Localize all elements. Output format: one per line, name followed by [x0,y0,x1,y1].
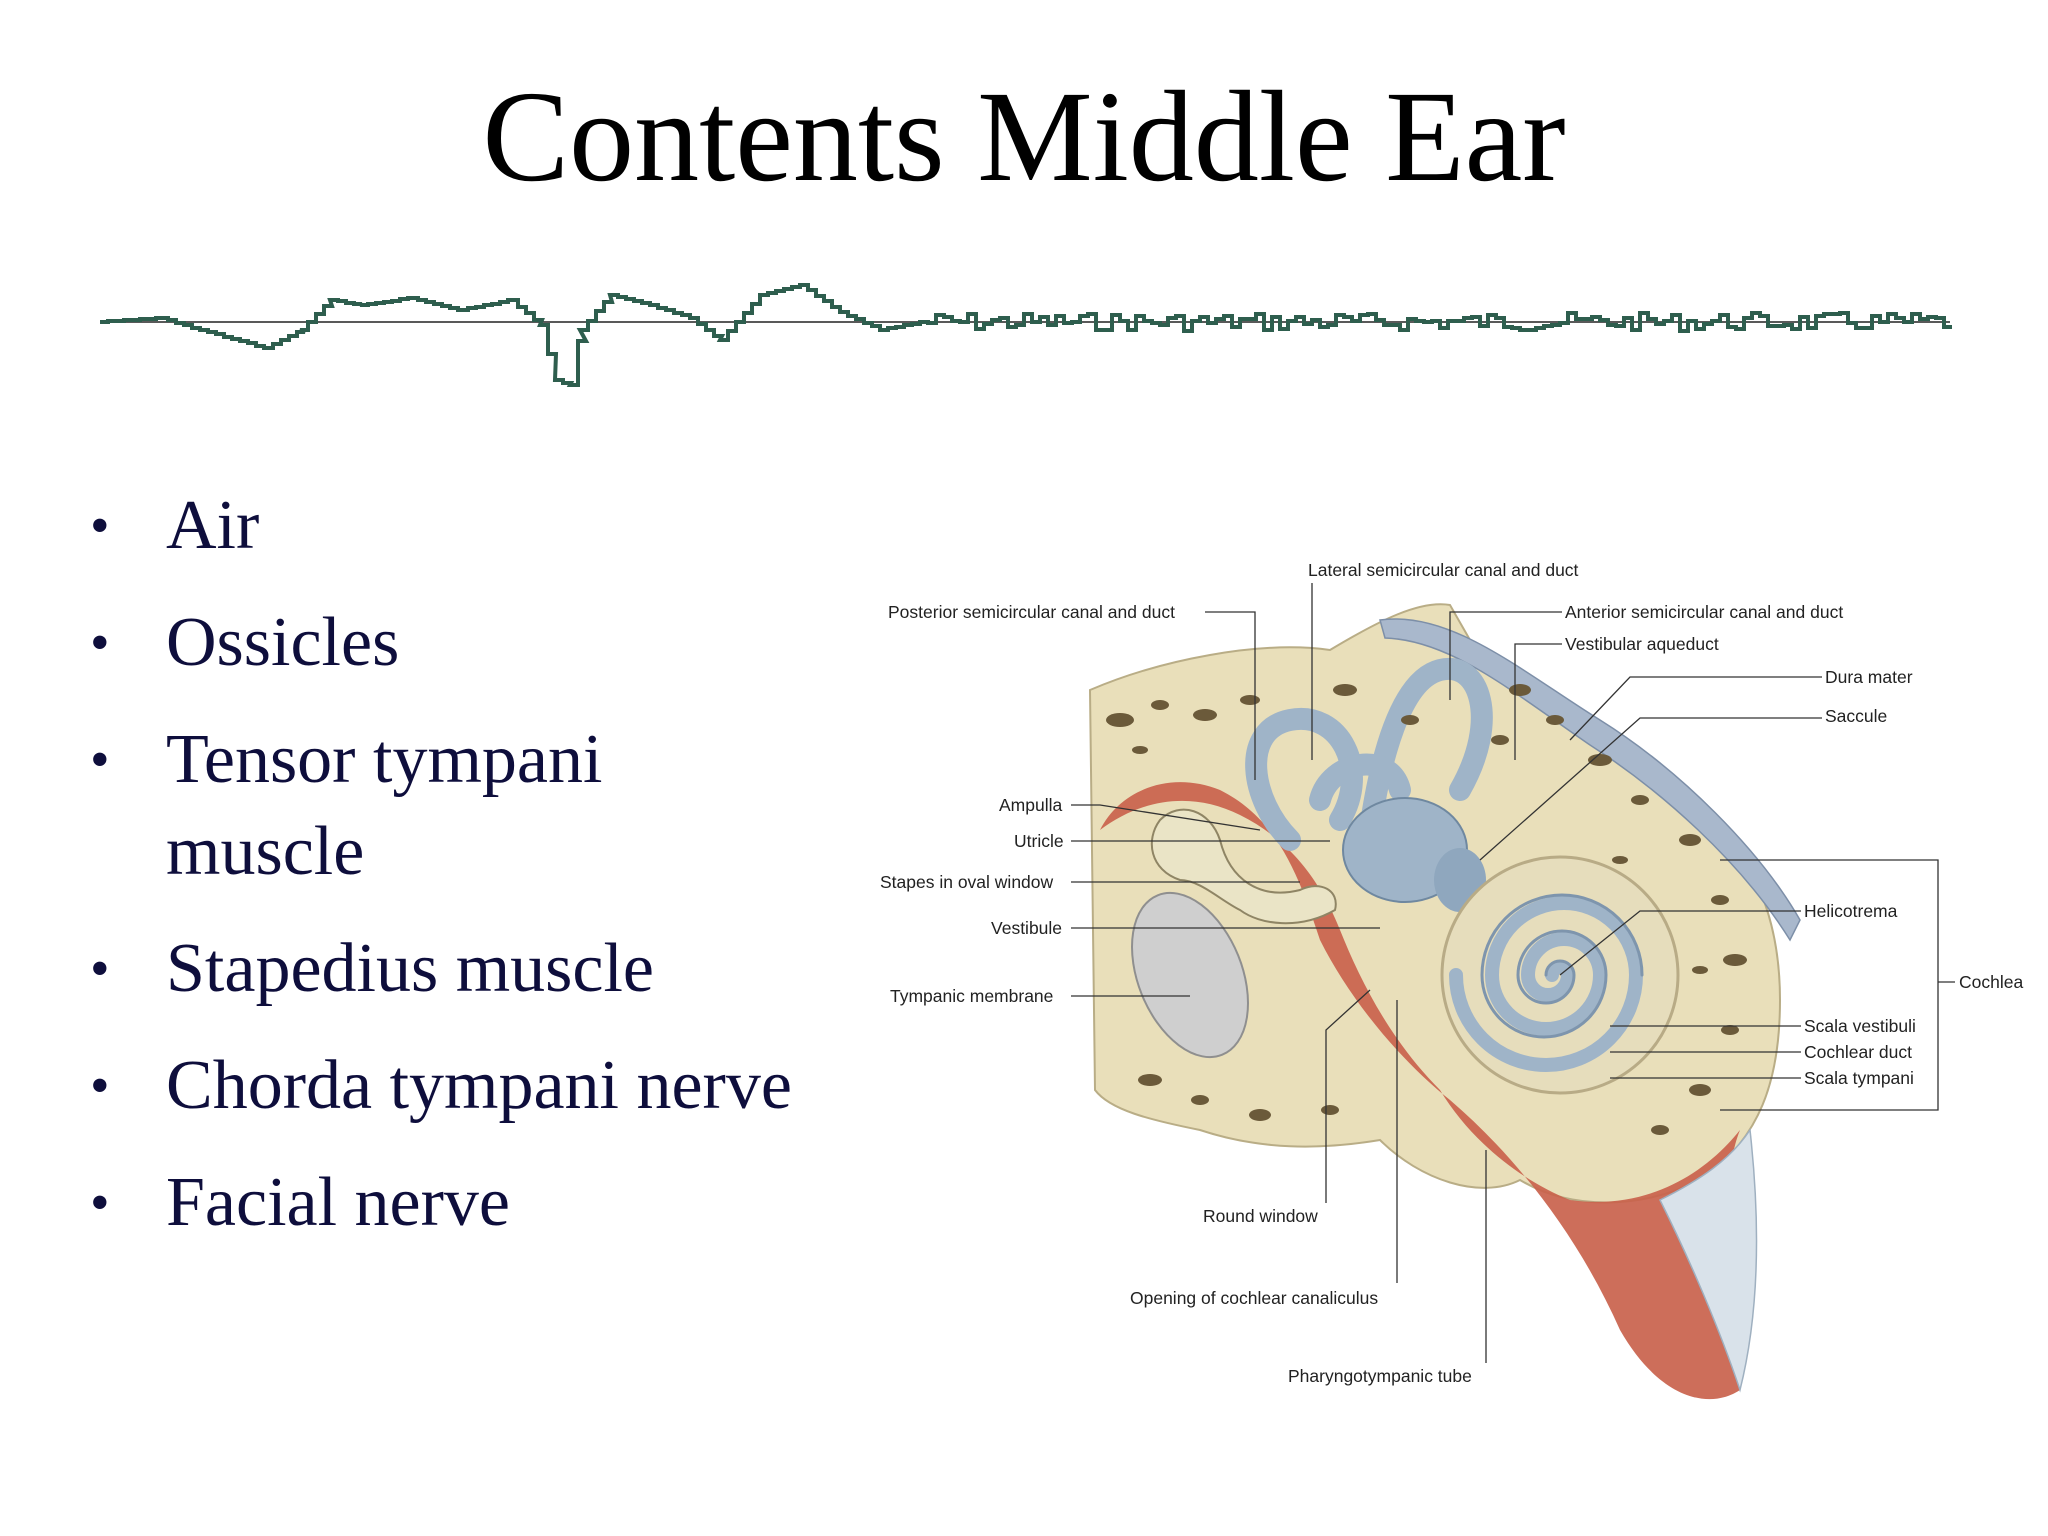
anatomy-drawing [1088,603,1801,1400]
bullet-text: Ossicles [166,604,400,681]
label-posterior-canal: Posterior semicircular canal and duct [888,602,1175,622]
bullet-dot: • [90,495,110,557]
bullet-text: Stapedius muscle [166,930,654,1007]
bullet-text: Facial nerve [166,1164,510,1241]
bullet-item-tensor-tympani: • Tensor tympani muscle [90,714,810,898]
label-cochlea: Cochlea [1959,972,2023,992]
label-round-window: Round window [1203,1206,1318,1226]
bullet-item-air: • Air [90,480,810,572]
lateral-canal-shape [1309,753,1411,811]
bullet-dot: • [90,612,110,674]
label-anterior-canal: Anterior semicircular canal and duct [1565,602,1843,622]
bullet-list: • Air • Ossicles • Tensor tympani muscle… [90,480,810,1274]
bullet-item-stapedius: • Stapedius muscle [90,923,810,1015]
waveform-decoration [100,283,1952,387]
tympanic-membrane-shape [1131,891,1249,1059]
bullet-dot: • [90,1172,110,1234]
figure-labels: Lateral semicircular canal and duct Post… [880,560,2023,1386]
pharyngotympanic-tube-wall [1658,1127,1758,1393]
label-saccule: Saccule [1825,706,1887,726]
bullet-item-facial-nerve: • Facial nerve [90,1157,810,1249]
label-cochlear-duct: Cochlear duct [1804,1042,1912,1062]
label-dura-mater: Dura mater [1825,667,1913,687]
bullet-text: Air [166,487,260,564]
label-vestibule: Vestibule [991,918,1062,938]
label-scala-tympani: Scala tympani [1804,1068,1914,1088]
bullet-text: Tensor tympani muscle [166,721,603,890]
label-helicotrema: Helicotrema [1804,901,1898,921]
waveform-line [100,283,1952,387]
label-vestibular-aqueduct: Vestibular aqueduct [1565,634,1719,654]
bullet-dot: • [90,938,110,1000]
label-scala-vestibuli: Scala vestibuli [1804,1016,1916,1036]
label-stapes: Stapes in oval window [880,872,1054,892]
bullet-text: Chorda tympani nerve [166,1047,792,1124]
bullet-item-ossicles: • Ossicles [90,597,810,689]
bullet-dot: • [90,1055,110,1117]
bullet-item-chorda-tympani: • Chorda tympani nerve [90,1040,810,1132]
slide-title: Contents Middle Ear [482,65,1566,209]
leader-lines [1071,583,1955,1363]
label-cochlear-canaliculus: Opening of cochlear canaliculus [1130,1288,1378,1308]
label-pharyngotympanic-tube: Pharyngotympanic tube [1288,1366,1472,1386]
label-ampulla: Ampulla [999,795,1062,815]
bullet-dot: • [90,729,110,791]
label-utricle: Utricle [1014,831,1064,851]
label-lateral-canal: Lateral semicircular canal and duct [1308,560,1579,580]
stapes-shape [1150,808,1337,925]
middle-ear-mucosa [1100,782,1740,1400]
label-tympanic-membrane: Tympanic membrane [890,986,1053,1006]
